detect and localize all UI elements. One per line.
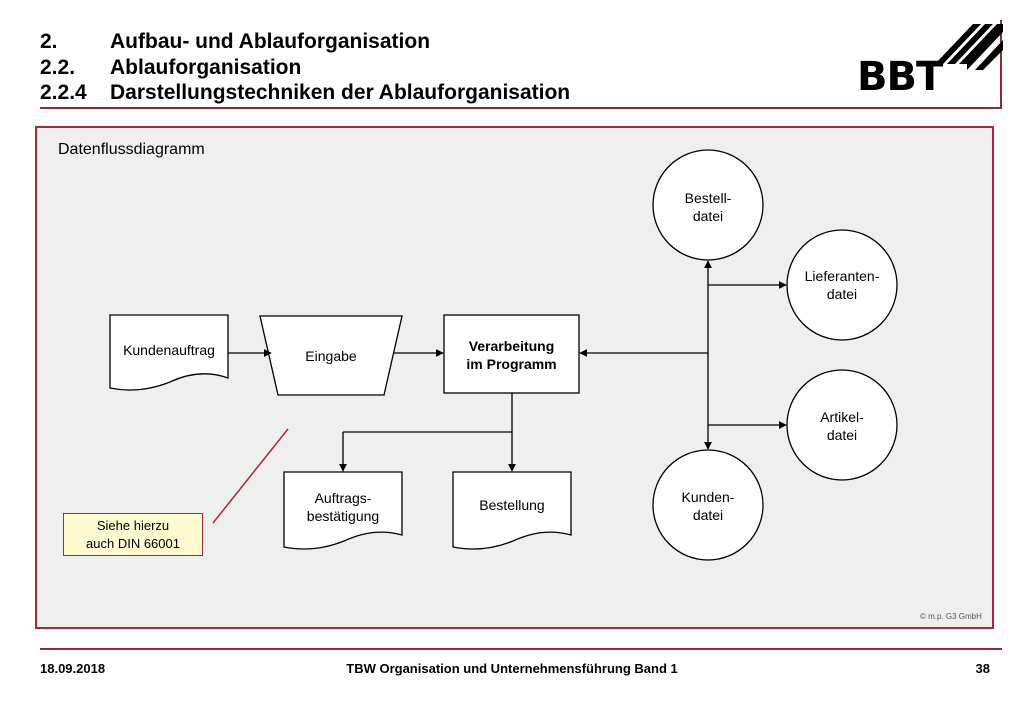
note-pointer-line (212, 428, 289, 524)
verarbeitung-label-line-1: Verarbeitung (468, 338, 555, 354)
eingabe-manual-input (259, 315, 403, 396)
verarbeitung-process (443, 314, 580, 394)
kundendatei-storage (652, 449, 764, 561)
diagram-title: Datenflussdiagramm (58, 141, 205, 158)
artikeldatei-label: Artikel- datei (787, 408, 897, 444)
din-note-line-2: auch DIN 66001 (86, 536, 180, 551)
bestellung-document (452, 471, 572, 550)
verarbeitung-label-line-2: im Programm (466, 356, 557, 372)
kundendatei-label: Kunden- datei (653, 488, 763, 524)
auftragsbestaetigung-document (283, 471, 403, 550)
bestelldatei-label-line-2: datei (692, 208, 724, 224)
din-note-line-1: Siehe hierzu (96, 518, 170, 533)
kundenauftrag-document (109, 314, 229, 391)
kundendatei-label-line-1: Kunden- (681, 489, 735, 505)
verarbeitung-label: Verarbeitung im Programm (444, 337, 579, 373)
lieferantendatei-label-line-1: Lieferanten- (804, 268, 880, 284)
auftragsbestaetigung-label-line-1: Auftrags- (314, 490, 372, 506)
eingabe-label: Eingabe (305, 348, 357, 364)
bestelldatei-label: Bestell- datei (653, 189, 763, 225)
auftragsbestaetigung-label-line-2: bestätigung (306, 508, 380, 524)
lieferantendatei-storage (786, 229, 898, 341)
bestelldatei-label-line-1: Bestell- (684, 190, 732, 206)
lieferantendatei-label-line-2: datei (826, 286, 858, 302)
header-rule (40, 107, 1002, 109)
artikeldatei-label-line-1: Artikel- (820, 409, 864, 425)
kundendatei-label-line-2: datei (692, 507, 724, 523)
copyright-notice: © m.p. G3 GmbH (920, 612, 982, 621)
bestellung-label: Bestellung (479, 497, 545, 513)
bbt-logo: BBT (857, 24, 1003, 95)
auftragsbestaetigung-label: Auftrags- bestätigung (284, 489, 402, 525)
header-rule-vertical (1000, 20, 1002, 109)
header-line-1: 2.Aufbau- und Ablauforganisation (40, 30, 431, 53)
header-line-2: 2.2.Ablauforganisation (40, 56, 302, 79)
bestelldatei-storage (652, 149, 764, 261)
lieferantendatei-label: Lieferanten- datei (787, 267, 897, 303)
artikeldatei-label-line-2: datei (826, 427, 858, 443)
kundenauftrag-label: Kundenauftrag (123, 342, 215, 358)
footer-title: TBW Organisation und Unternehmensführung… (346, 661, 678, 676)
logo-text: BBT (857, 54, 944, 95)
footer-date: 18.09.2018 (40, 661, 106, 676)
footer-rule (40, 648, 1002, 650)
din-note-box: Siehe hierzu auch DIN 66001 (63, 513, 203, 556)
footer-page-number: 38 (975, 661, 990, 676)
artikeldatei-storage (786, 369, 898, 481)
